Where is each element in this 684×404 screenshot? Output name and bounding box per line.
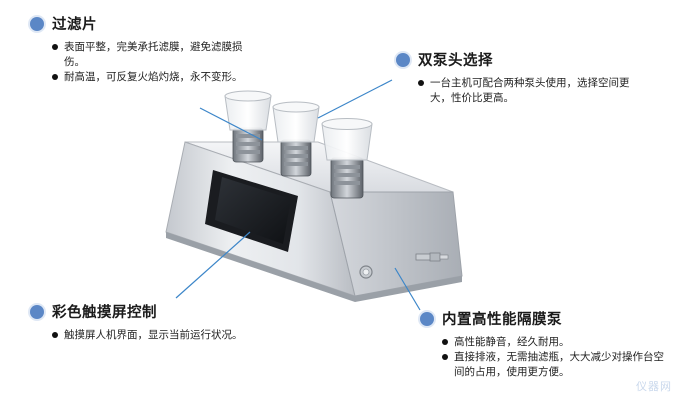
touchscreen-display[interactable] — [215, 177, 291, 244]
filter-head-2 — [272, 101, 320, 177]
callout-line-dual-pump — [317, 79, 393, 119]
callout-line-filter — [199, 107, 263, 141]
feature-bullet: 耐高温，可反复火焰灼烧，永不变形。 — [52, 70, 257, 85]
watermark: 仪器网 — [636, 380, 672, 393]
feature-title: 内置高性能隔膜泵 — [442, 312, 562, 328]
feature-bullet: 直接排液，无需抽滤瓶，大大减少对操作台空间的占用，使用更方便。 — [442, 350, 674, 380]
feature-bullet: 一台主机可配合两种泵头使用，选择空间更大，性价比更高。 — [418, 76, 638, 106]
callout-line-touchscreen — [175, 231, 251, 299]
power-button-inner — [362, 268, 370, 276]
bullet-dot-icon — [396, 52, 410, 67]
feature-bullet: 表面平整，完美承托滤膜，避免滤膜损伤。 — [52, 40, 257, 70]
drain-connector — [415, 252, 449, 262]
device-base — [166, 232, 462, 302]
feature-filter: 过滤片 表面平整，完美承托滤膜，避免滤膜损伤。 耐高温，可反复火焰灼烧，永不变形… — [30, 13, 260, 85]
feature-diaphragm-pump: 内置高性能隔膜泵 高性能静音，经久耐用。 直接排液，无需抽滤瓶，大大减少对操作台… — [420, 308, 670, 380]
bullet-dot-icon — [30, 304, 44, 319]
feature-bullet: 高性能静音，经久耐用。 — [442, 335, 674, 350]
bullet-dot-icon — [30, 16, 44, 31]
bullet-dot-icon — [420, 311, 434, 326]
feature-touchscreen: 彩色触摸屏控制 触摸屏人机界面，显示当前运行状况。 — [30, 301, 310, 343]
filter-head-3 — [321, 118, 373, 199]
feature-title: 彩色触摸屏控制 — [52, 305, 157, 321]
feature-bullet: 触摸屏人机界面，显示当前运行状况。 — [52, 328, 312, 343]
feature-title: 双泵头选择 — [418, 53, 493, 69]
feature-dual-pump: 双泵头选择 一台主机可配合两种泵头使用，选择空间更大，性价比更高。 — [396, 49, 636, 106]
feature-title: 过滤片 — [52, 17, 97, 33]
callout-line-pump — [394, 267, 421, 311]
